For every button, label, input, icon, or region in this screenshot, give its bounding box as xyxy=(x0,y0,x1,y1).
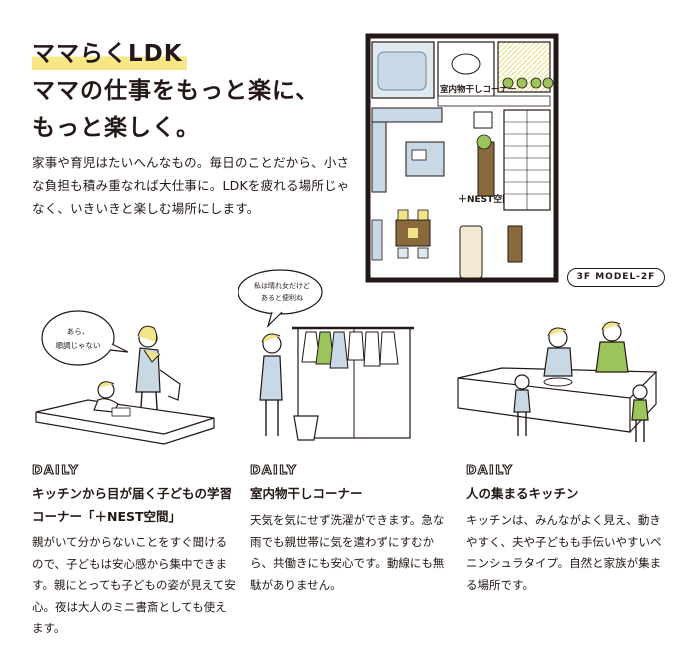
illustration-study-corner: あら、 順調じゃない xyxy=(35,310,215,445)
bubble-drying-line-1: 私は晴れ女だけど xyxy=(254,281,310,290)
laundry-basket xyxy=(293,415,319,441)
daily-tag-2: DAILY xyxy=(249,461,298,477)
column-body-3: キッチンは、みんながよく見え、動きやすく、夫や子どもも手伝いやすいペニンシュラタ… xyxy=(466,513,662,592)
headline-line-2: ママの仕事をもっと楽に、 xyxy=(32,78,320,104)
illustration-drying-corner: 私は晴れ女だけど あると便利ね xyxy=(238,269,414,441)
bubble-study-line-2: 順調じゃない xyxy=(56,340,101,350)
daily-tag-3: DAILY xyxy=(465,461,514,477)
illustration-kitchen xyxy=(457,321,658,442)
model-tag: 3F MODEL-2F xyxy=(567,268,665,287)
column-title-2: 室内物干しコーナー xyxy=(250,486,363,501)
sofa xyxy=(459,225,483,279)
bubble-study-line-1: あら、 xyxy=(67,327,90,336)
headline: ママらくLDK ママの仕事をもっと楽に、 もっと楽しく。 xyxy=(32,36,319,147)
column-title-3: 人の集まるキッチン xyxy=(466,486,579,501)
headline-line-1: ママらくLDK xyxy=(32,36,187,73)
label-drying-corner: 室内物干しコーナー xyxy=(440,84,517,95)
intro-text: 家事や育児はたいへんなもの。毎日のことだから、小さな負担も積み重なれば大仕事に。… xyxy=(32,155,350,216)
column-body-2: 天気を気にせず洗濯ができます。急な雨でも親世帯に気を遣わずにすむから、共働きにも… xyxy=(250,513,445,592)
speech-bubble-drying xyxy=(238,269,323,315)
column-body-1: 親がいて分からないことをすぐ聞けるので、子どもは安心感から集中できます。親にとっ… xyxy=(32,535,236,635)
column-title-1: キッチンから目が届く子どもの学習コーナー「＋NEST空間」 xyxy=(32,486,233,524)
nest-desk xyxy=(477,141,495,197)
hanging-clothes xyxy=(301,331,399,369)
floor-plan: 室内物干しコーナー ＋NEST空間 xyxy=(365,33,559,283)
speech-bubble-study xyxy=(41,310,115,366)
label-nest: ＋NEST空間 xyxy=(458,193,511,205)
plant-icons xyxy=(502,77,554,89)
headline-line-3: もっと楽しく。 xyxy=(32,115,200,141)
daily-tag-1: DAILY xyxy=(31,461,80,477)
bubble-drying-line-2: あると便利ね xyxy=(261,293,303,302)
